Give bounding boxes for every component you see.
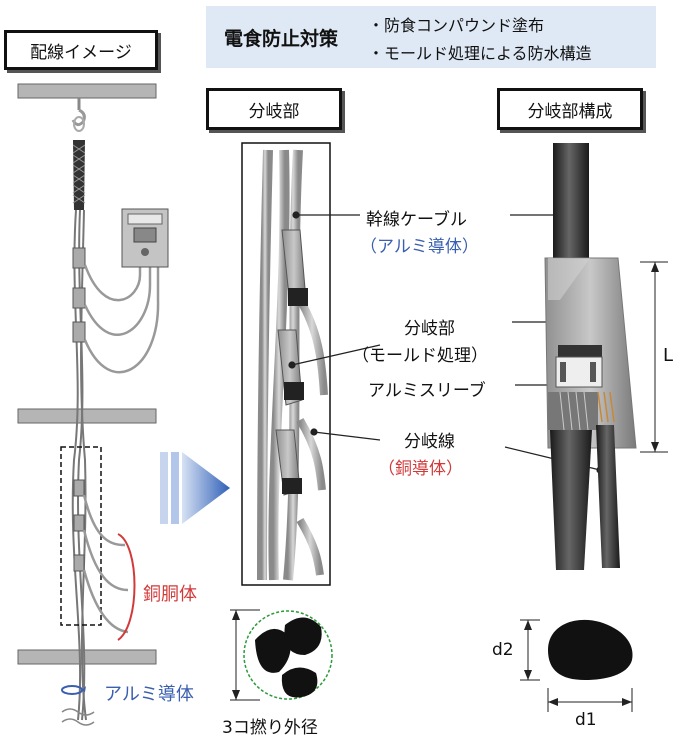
branch-wire-sub: （銅導体） (378, 459, 463, 479)
branch-part-sub: （モールド処理） (352, 346, 488, 366)
sleeve-label: アルミスリーブ (368, 381, 486, 401)
cross-section (230, 609, 333, 701)
branch-config-title: 分岐部構成 (497, 88, 643, 130)
copper-bracket (117, 533, 136, 641)
branch-title-text: 分岐部 (248, 101, 300, 122)
arrow-right-icon (160, 452, 230, 524)
riser-cable (71, 209, 87, 721)
alu-label: アルミ導体 (104, 684, 194, 705)
dim-d1: d1 (575, 710, 597, 730)
lower-branches (73, 479, 129, 634)
branch-title: 分岐部 (206, 88, 342, 130)
meter-box (121, 208, 169, 268)
hook-icon (71, 98, 86, 132)
trunk-sub: （アルミ導体） (360, 237, 479, 257)
dim-d2: d2 (492, 640, 514, 660)
notice-item-2: ・モールド処理による防水構造 (368, 44, 592, 63)
cable-end-wave (61, 708, 95, 726)
branch-config-drawing (544, 143, 668, 570)
cross-section-label: 3コ撚り外径 (222, 718, 318, 738)
branch-part-label: 分岐部 (404, 319, 455, 339)
wiring-image-title: 配線イメージ (4, 30, 158, 70)
notice-title: 電食防止対策 (224, 28, 339, 50)
corrosion-notice: 電食防止対策 ・防食コンパウンド塗布 ・モールド処理による防水構造 (206, 6, 656, 68)
copper-label: 銅胴体 (143, 584, 197, 605)
branch-config-title-text: 分岐部構成 (527, 101, 613, 122)
trunk-label: 幹線ケーブル (366, 210, 467, 230)
dim-L: L (663, 345, 674, 366)
pole-beams (17, 83, 157, 665)
cable-grip (72, 140, 86, 210)
branch-wire-label: 分岐線 (404, 432, 455, 452)
upper-branches (72, 247, 160, 374)
notice-item-1: ・防食コンパウンド塗布 (368, 16, 545, 35)
oval-cross-section (520, 619, 633, 712)
wiring-image-title-text: 配線イメージ (30, 42, 132, 63)
